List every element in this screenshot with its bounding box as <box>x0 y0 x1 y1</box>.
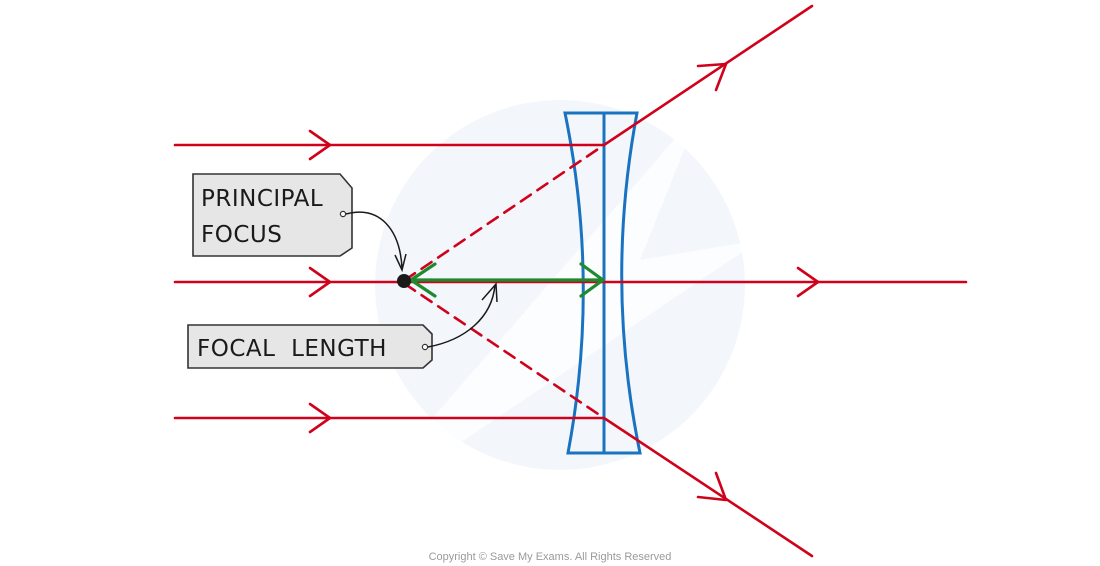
bottom-refracted-arrow-icon <box>696 471 728 502</box>
axis-incident-arrow-icon <box>308 266 332 298</box>
principal-focus-text-line2: FOCUS <box>201 222 282 248</box>
bottom-refracted-ray <box>602 416 814 558</box>
axis-emergent-arrow-icon <box>796 266 820 298</box>
focal-arrow-right-head-icon <box>579 262 605 298</box>
principal-focus-text-line1: PRINCIPAL <box>201 186 323 212</box>
copyright-text: Copyright © Save My Exams. All Rights Re… <box>429 551 672 563</box>
focal-length-pointer <box>427 284 496 348</box>
top-refracted-arrow-icon <box>696 62 728 92</box>
watermark-logo <box>370 100 760 490</box>
focal-arrow-left-head-icon <box>409 262 437 298</box>
principal-focus-pointer-arrow-icon <box>394 253 407 273</box>
upper-construction-line <box>403 143 606 282</box>
rays <box>173 4 968 558</box>
principal-focus-point <box>397 274 411 288</box>
focal-length-arrow <box>405 262 605 298</box>
top-refracted-ray <box>602 4 814 147</box>
lower-construction-line <box>403 282 606 420</box>
lens-outline <box>563 111 642 455</box>
focal-length-label: FOCAL LENGTH <box>187 282 498 369</box>
top-incident-arrow-icon <box>308 129 332 161</box>
principal-focus-label: PRINCIPAL FOCUS <box>192 173 407 273</box>
focal-length-pointer-arrow-icon <box>481 282 498 303</box>
focal-length-text: FOCAL LENGTH <box>197 336 387 362</box>
principal-focus-pointer <box>345 211 403 269</box>
bottom-incident-arrow-icon <box>308 402 332 434</box>
